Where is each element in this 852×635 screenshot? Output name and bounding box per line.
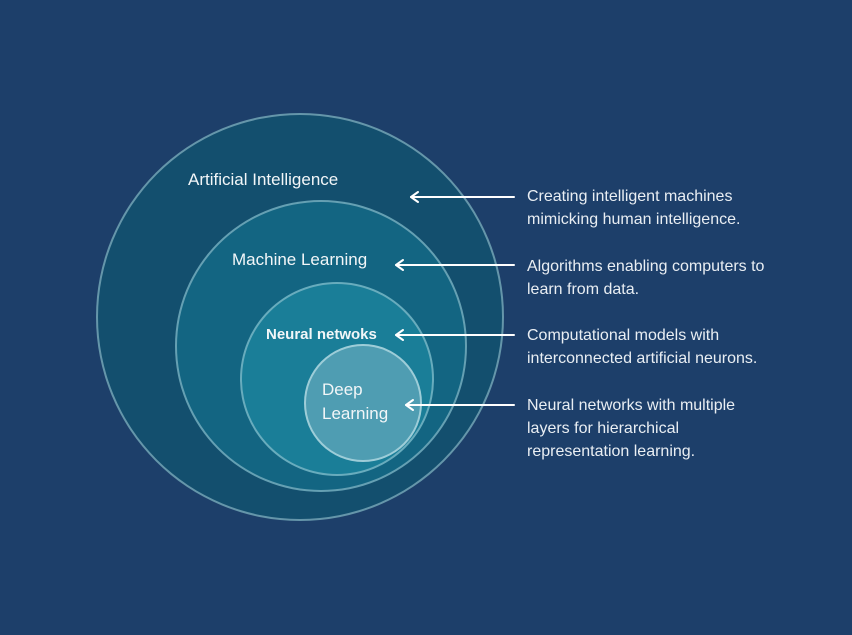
dl-description: Neural networks with multiple layers for…	[527, 397, 736, 460]
ai-arrow-icon	[410, 191, 515, 203]
nn-label: Neural netwoks	[266, 326, 377, 343]
ml-label: Machine Learning	[232, 250, 368, 269]
ml-arrow-icon	[395, 259, 515, 271]
ai-label: Artificial Intelligence	[188, 170, 339, 189]
nn-arrow-icon	[395, 329, 515, 341]
ai-description: Creating intelligent machines mimicking …	[527, 188, 741, 228]
dl-circle	[304, 344, 422, 462]
dl-label: Deep Learning	[322, 380, 389, 423]
nn-description: Computational models with interconnected…	[527, 327, 758, 367]
dl-arrow-icon	[405, 399, 515, 411]
ml-description: Algorithms enabling computers to learn f…	[527, 258, 765, 298]
